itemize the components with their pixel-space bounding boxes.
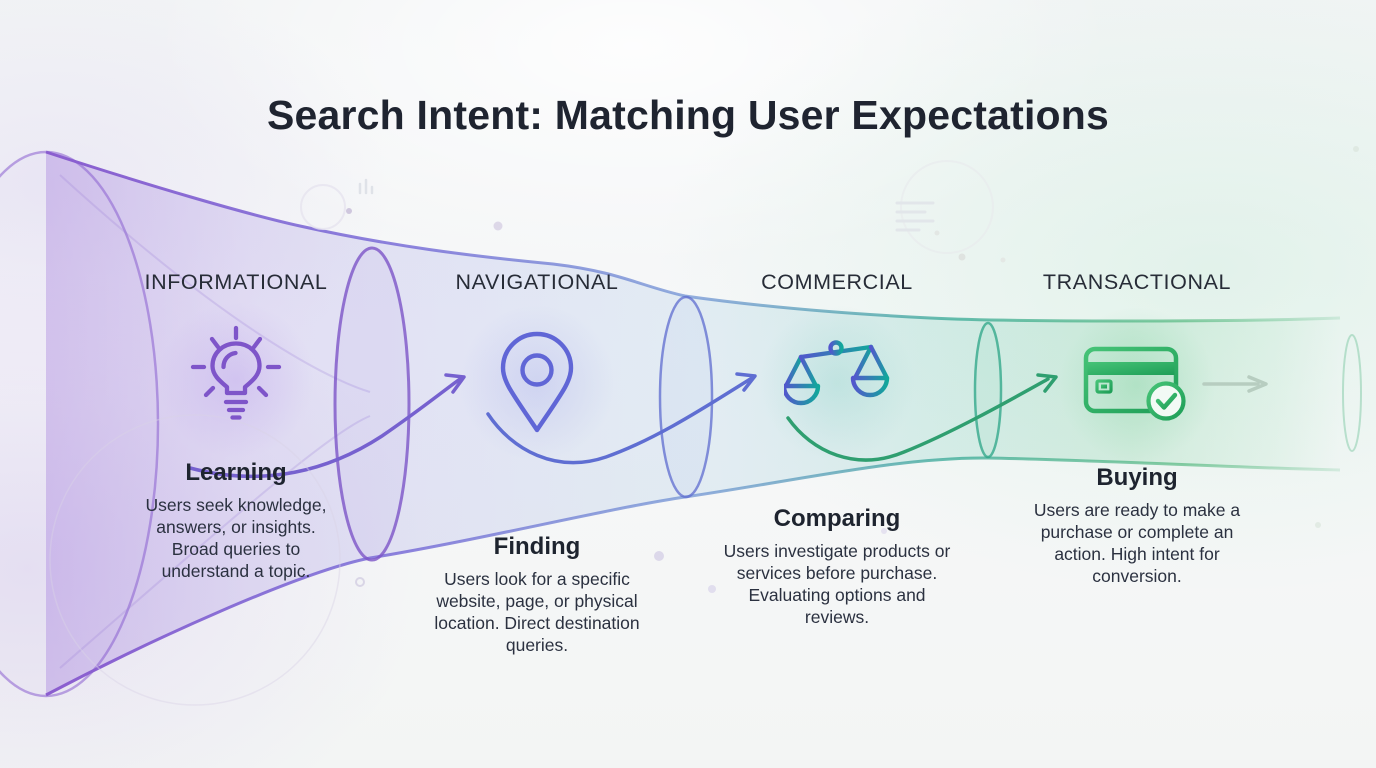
stage-description: Users seek knowledge, answers, or insigh… (145, 495, 327, 581)
stage-label: COMMERCIAL (761, 270, 913, 294)
flow-arrow-1 (188, 373, 466, 479)
background-decorations (49, 146, 1359, 706)
exit-arrow-icon (1202, 375, 1268, 393)
stage-informational: INFORMATIONAL Learning Users seek knowle… (86, 0, 386, 768)
dots (346, 146, 1359, 593)
stage-navigational: NAVIGATIONAL Finding Users look for a sp… (387, 0, 687, 768)
icon-glow (1059, 307, 1215, 463)
flow-arrow-3 (786, 373, 1058, 462)
funnel-rings (333, 246, 1362, 562)
stage-name: Buying (1096, 464, 1178, 491)
stage-label: NAVIGATIONAL (455, 270, 619, 294)
icon-glow (158, 302, 314, 458)
stage-name: Finding (493, 533, 581, 560)
location-pin-icon (500, 331, 574, 433)
arrowhead-icon (444, 373, 466, 394)
lightbulb-icon (190, 325, 282, 420)
stage-description: Users look for a specific website, page,… (434, 569, 640, 655)
credit-card-check-icon (1083, 346, 1186, 421)
stage-description: Users investigate products or services b… (723, 541, 951, 627)
arrowhead-icon (1036, 373, 1058, 393)
flow-arrow-2 (486, 372, 757, 465)
stage-label: TRANSACTIONAL (1042, 270, 1232, 294)
stage-label: INFORMATIONAL (144, 270, 328, 294)
stage-description: Users are ready to make a purchase or co… (1033, 500, 1241, 586)
stage-transactional: TRANSACTIONAL Buying Users are ready to … (987, 0, 1287, 768)
stage-commercial: COMMERCIAL Comparing Users investigate p… (687, 0, 987, 768)
mini-bar-chart-icon (358, 178, 374, 195)
balance-scale-icon (784, 340, 890, 425)
text-lines-icon (895, 201, 935, 232)
stage-name: Comparing (773, 505, 901, 532)
arrowhead-icon (735, 372, 757, 392)
page-title: Search Intent: Matching User Expectation… (266, 92, 1110, 138)
stage-name: Learning (185, 459, 287, 486)
